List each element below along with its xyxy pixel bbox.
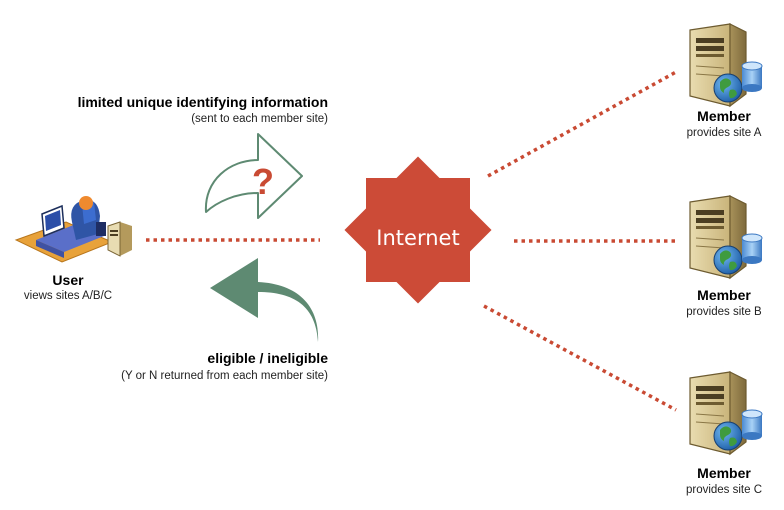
member-c-title: Member	[697, 465, 751, 481]
member-a-title: Member	[697, 108, 751, 124]
connectors	[146, 70, 677, 412]
response-arrow-icon	[210, 258, 319, 342]
internet-hub	[344, 156, 492, 304]
member-b-server-icon	[689, 195, 763, 279]
response-subtitle: (Y or N returned from each member site)	[121, 370, 328, 382]
member-c-subtitle: provides site C	[685, 484, 763, 496]
request-title: limited unique identifying information	[77, 94, 328, 110]
user-subtitle: views sites A/B/C	[23, 290, 113, 302]
request-subtitle: (sent to each member site)	[191, 113, 328, 125]
member-c-server-icon	[689, 371, 763, 455]
member-a-subtitle: provides site A	[686, 127, 762, 139]
connector-internet-member-c	[483, 304, 677, 412]
internet-label: Internet	[376, 226, 460, 250]
member-a-server-icon	[689, 23, 763, 107]
request-arrow-icon	[204, 133, 303, 219]
user-workstation-icon	[14, 196, 132, 263]
member-b-subtitle: provides site B	[686, 306, 762, 318]
connector-internet-member-a	[487, 70, 677, 178]
question-mark-icon: ?	[252, 161, 274, 202]
member-b-title: Member	[697, 287, 751, 303]
response-title: eligible / ineligible	[207, 350, 328, 366]
user-title: User	[52, 272, 84, 288]
